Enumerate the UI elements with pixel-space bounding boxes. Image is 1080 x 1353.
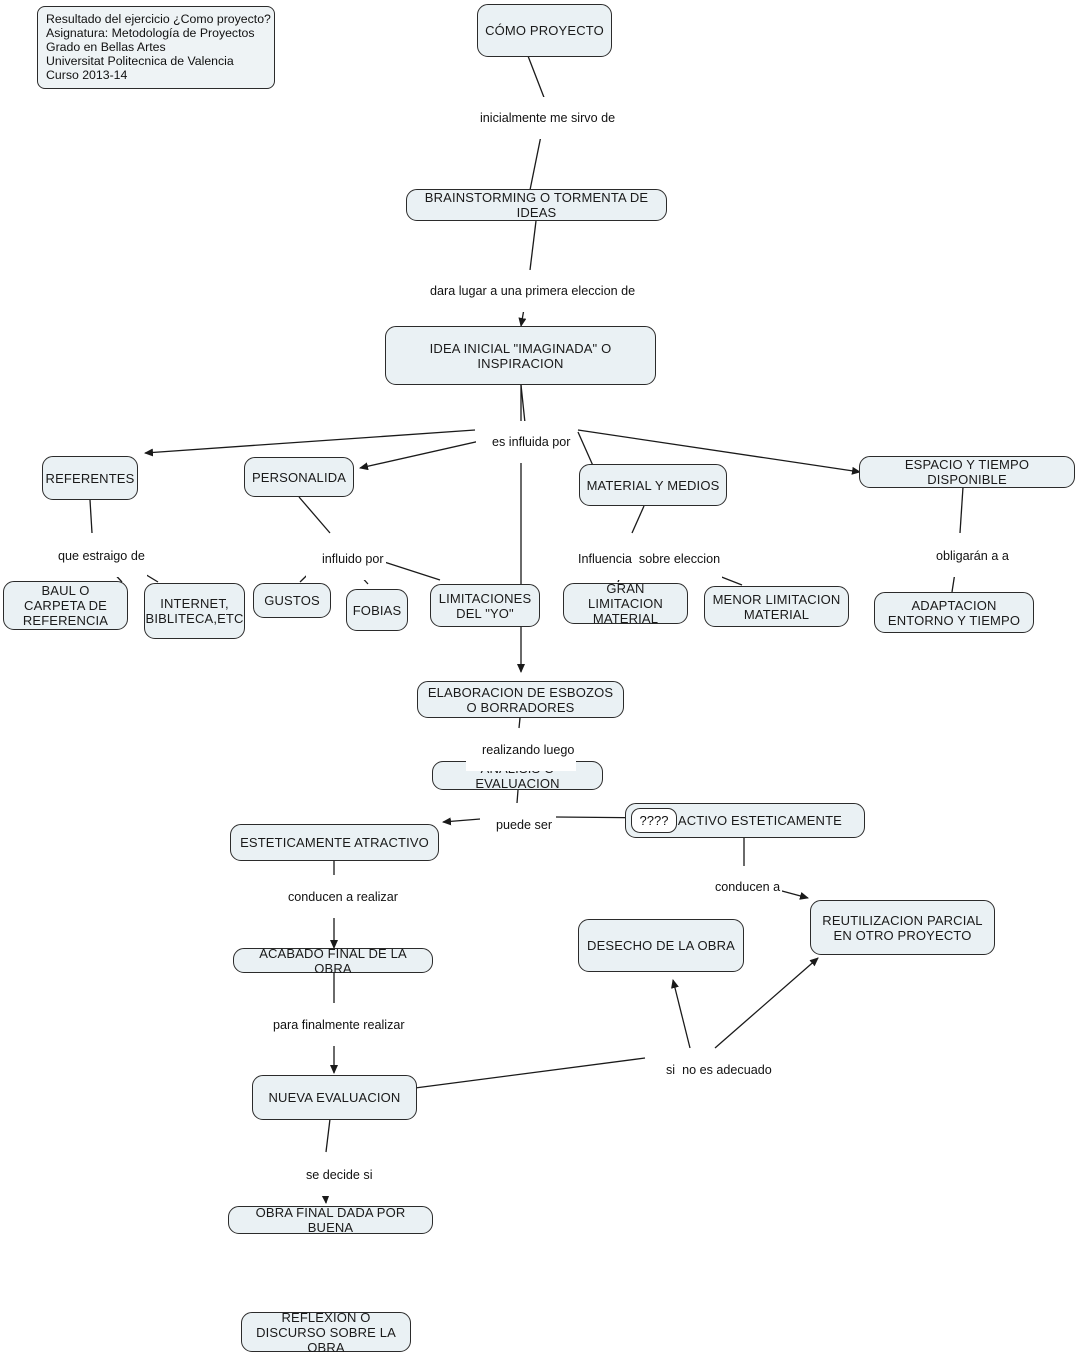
- node-internet-biblioteca[interactable]: INTERNET, BIBLITECA,ETC: [144, 583, 245, 639]
- edge-label-text: conducen a realizar: [288, 890, 398, 904]
- node-reflexion-discurso[interactable]: REFLEXION O DISCURSO SOBRE LA OBRA: [241, 1309, 411, 1353]
- edge-label-text: que estraigo de: [58, 549, 145, 563]
- legend-note: Resultado del ejercicio ¿Como proyecto? …: [37, 6, 275, 90]
- node-label: CÓMO PROYECTO: [485, 23, 604, 38]
- node-como-proyecto[interactable]: CÓMO PROYECTO: [477, 4, 612, 57]
- edge-label-para-finalmente-realizar: para finalmente realizar: [257, 1004, 407, 1046]
- node-label: GRAN LIMITACION MATERIAL: [588, 581, 663, 626]
- edge-label-realizando-luego: realizando luego: [466, 729, 577, 771]
- node-adaptacion-entorno[interactable]: ADAPTACION ENTORNO Y TIEMPO: [874, 592, 1034, 633]
- badge-label: ????: [639, 813, 669, 828]
- node-label: PERSONALIDA: [251, 469, 347, 485]
- legend-line-3: Grado en Bellas Artes: [46, 40, 166, 55]
- legend-line-2: Asignatura: Metodología de Proyectos: [46, 26, 255, 41]
- legend-line-5: Curso 2013-14: [46, 68, 128, 83]
- edge-label-dara-lugar: dara lugar a una primera eleccion de: [414, 270, 638, 312]
- edge-label-influido-por: influido por: [306, 538, 386, 580]
- node-gran-limitacion-material[interactable]: GRAN LIMITACION MATERIAL: [563, 581, 688, 626]
- node-label: FOBIAS: [352, 602, 402, 618]
- node-label: ACABADO FINAL DE LA OBRA: [259, 945, 407, 976]
- edge-label-text: inicialmente me sirvo de: [480, 111, 616, 125]
- node-acabado-final[interactable]: ACABADO FINAL DE LA OBRA: [233, 945, 433, 976]
- node-personalida[interactable]: PERSONALIDA: [244, 457, 354, 497]
- node-label: ELABORACION DE ESBOZOS O BORRADORES: [427, 684, 614, 715]
- node-label: GUSTOS: [264, 593, 320, 608]
- node-label: IDEA INICIAL "IMAGINADA" O INSPIRACION: [429, 340, 612, 371]
- node-reutilizacion-parcial[interactable]: REUTILIZACION PARCIAL EN OTRO PROYECTO: [810, 900, 995, 955]
- edge-label-text: si no es adecuado: [666, 1063, 772, 1077]
- edge-label-influencia-sobre-eleccion: Influencia sobre eleccion: [562, 538, 723, 580]
- edge-label-text: Influencia sobre eleccion: [578, 552, 721, 566]
- node-label: OBRA FINAL DADA POR BUENA: [255, 1205, 406, 1235]
- edge-label-inicialmente-me-sirvo-de: inicialmente me sirvo de: [464, 97, 618, 139]
- node-label: REFERENTES: [45, 470, 135, 486]
- node-desecho-obra[interactable]: DESECHO DE LA OBRA: [578, 919, 744, 972]
- node-nueva-evaluacion[interactable]: NUEVA EVALUACION: [252, 1075, 417, 1120]
- node-material-y-medios[interactable]: MATERIAL Y MEDIOS: [579, 464, 727, 506]
- node-idea-inicial[interactable]: IDEA INICIAL "IMAGINADA" O INSPIRACION: [385, 326, 656, 385]
- unknown-value-badge[interactable]: ????: [631, 808, 677, 833]
- node-label: ATRACTIVO ESTETICAMENTE: [652, 813, 842, 828]
- legend-line-1: Resultado del ejercicio ¿Como proyecto?: [46, 12, 271, 26]
- node-label: REUTILIZACION PARCIAL EN OTRO PROYECTO: [822, 912, 983, 943]
- node-label: ESPACIO Y TIEMPO DISPONIBLE: [904, 457, 1030, 487]
- edge-label-obligaran-a-a: obligarán a a: [920, 535, 1011, 577]
- node-baul-carpeta[interactable]: BAUL O CARPETA DE REFERENCIA: [3, 581, 128, 630]
- node-label: ADAPTACION ENTORNO Y TIEMPO: [887, 597, 1021, 628]
- node-label: BRAINSTORMING O TORMENTA DE IDEAS: [424, 190, 649, 220]
- edge-label-conducen-a-realizar: conducen a realizar: [272, 876, 400, 918]
- edge-label-text: puede ser: [496, 818, 553, 832]
- node-label: INTERNET, BIBLITECA,ETC: [145, 596, 244, 626]
- node-esteticamente-atractivo[interactable]: ESTETICAMENTE ATRACTIVO: [230, 824, 439, 861]
- node-label: REFLEXION O DISCURSO SOBRE LA OBRA: [256, 1309, 396, 1353]
- edge-label-se-decide-si: se decide si: [290, 1154, 375, 1196]
- node-elaboracion-esbozos[interactable]: ELABORACION DE ESBOZOS O BORRADORES: [417, 681, 624, 718]
- edge-label-es-influida-por: es influida por: [476, 421, 573, 463]
- node-fobias[interactable]: FOBIAS: [346, 589, 408, 631]
- edge-label-text: conducen a: [715, 880, 781, 894]
- node-label: BAUL O CARPETA DE REFERENCIA: [22, 583, 109, 628]
- edge-label-que-estraigo-de: que estraigo de: [42, 535, 147, 577]
- node-limitaciones-del-yo[interactable]: LIMITACIONES DEL "YO": [430, 584, 540, 627]
- node-label: LIMITACIONES DEL "YO": [438, 590, 532, 621]
- node-label: MENOR LIMITACION MATERIAL: [712, 591, 841, 622]
- edge-label-si-no-es-adecuado: si no es adecuado: [650, 1049, 774, 1091]
- node-referentes[interactable]: REFERENTES: [42, 456, 138, 500]
- edge-label-text: dara lugar a una primera eleccion de: [430, 284, 636, 298]
- edge-label-text: para finalmente realizar: [273, 1018, 405, 1032]
- node-label: MATERIAL Y MEDIOS: [586, 477, 720, 493]
- node-label: DESECHO DE LA OBRA: [587, 938, 735, 953]
- legend-line-4: Universitat Politecnica de Valencia: [46, 54, 234, 69]
- edge-label-conducen-a: conducen a: [699, 866, 783, 908]
- node-label: ESTETICAMENTE ATRACTIVO: [240, 835, 429, 850]
- edge-label-text: se decide si: [306, 1168, 373, 1182]
- edge-label-text: influido por: [322, 552, 384, 566]
- edge-label-text: obligarán a a: [936, 549, 1009, 563]
- node-espacio-y-tiempo[interactable]: ESPACIO Y TIEMPO DISPONIBLE: [859, 456, 1075, 488]
- node-brainstorming[interactable]: BRAINSTORMING O TORMENTA DE IDEAS: [406, 189, 667, 221]
- edge-label-text: es influida por: [492, 435, 571, 449]
- edge-label-puede-ser: puede ser: [480, 804, 555, 846]
- node-gustos[interactable]: GUSTOS: [253, 583, 331, 618]
- node-obra-final[interactable]: OBRA FINAL DADA POR BUENA: [228, 1205, 433, 1235]
- node-menor-limitacion-material[interactable]: MENOR LIMITACION MATERIAL: [704, 586, 849, 627]
- node-label: NUEVA EVALUACION: [268, 1090, 401, 1105]
- edge-label-text: realizando luego: [482, 743, 575, 757]
